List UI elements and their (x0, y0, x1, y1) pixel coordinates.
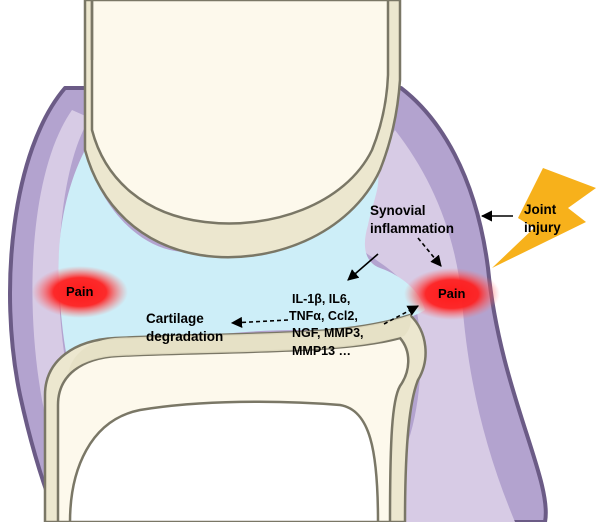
arrow-synovial-to-pain (417, 237, 442, 267)
arrow-mediators-to-cartilage (230, 316, 289, 329)
lightning-bolt-icon (492, 168, 596, 268)
joint-injury-label-line2: injury (524, 220, 561, 235)
lower-cartilage (68, 315, 411, 374)
synovial-inflammation-label-line1: Synovial (370, 203, 426, 218)
pain-glow-right (404, 268, 500, 320)
mediators-label-line3: NGF, MMP3, (292, 326, 364, 340)
cartilage-degradation-label-line2: degradation (146, 329, 223, 344)
pain-glow-left (32, 266, 128, 318)
synovial-fluid (58, 150, 426, 375)
mediators-label-line4: MMP13 … (292, 344, 351, 358)
pain-label-left: Pain (66, 284, 94, 299)
pain-label-right: Pain (438, 286, 466, 301)
joint-injury-label-line1: Joint (524, 202, 557, 217)
mediators-label-line1: IL-1β, IL6, (292, 292, 350, 306)
arrow-synovial-to-mediators (347, 253, 379, 281)
cartilage-degradation-label-line1: Cartilage (146, 311, 204, 326)
upper-bone-marrow (90, 0, 390, 225)
synovial-inflammation-region (361, 130, 515, 522)
synovial-inflammation-label-line2: inflammation (370, 221, 454, 236)
lower-bone-arch (68, 400, 380, 522)
mediators-label-line2: TNFα, Ccl2, (289, 309, 358, 323)
